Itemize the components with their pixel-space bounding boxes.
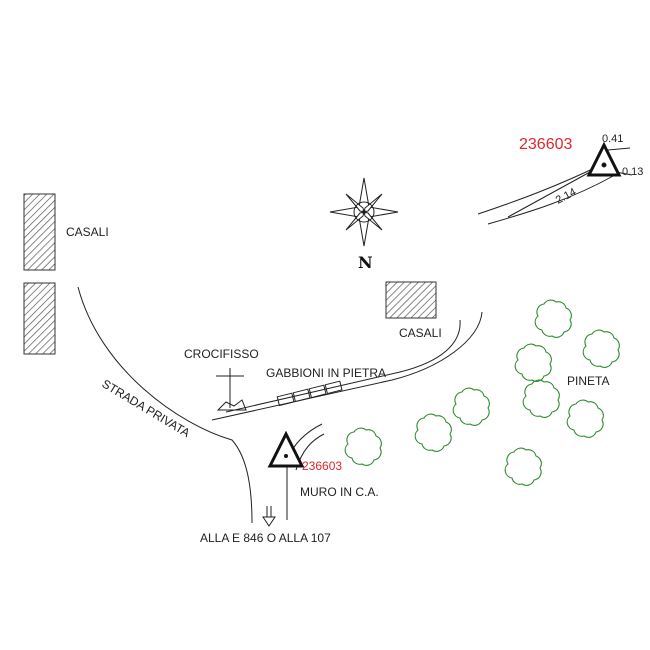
benchmark-detail-slope-measure: 2.14 bbox=[554, 186, 579, 207]
building-casali-left-top bbox=[23, 193, 56, 271]
benchmark-detail-inset bbox=[477, 141, 633, 225]
tree-canopy-icon bbox=[566, 399, 604, 438]
label-muro: MURO IN C.A. bbox=[300, 485, 379, 499]
down-arrow-icon bbox=[262, 506, 276, 527]
label-casali-right: CASALI bbox=[399, 326, 442, 340]
benchmark-detail-id-label: 236603 bbox=[519, 136, 572, 153]
benchmark-detail-top-measure: 0.41 bbox=[602, 133, 623, 145]
benchmark-detail-right-measure: 0.13 bbox=[622, 166, 643, 178]
tree-canopy-icon bbox=[452, 387, 490, 426]
pineta-trees bbox=[344, 299, 620, 486]
compass-north-label: N bbox=[358, 253, 373, 272]
road-edge-upper bbox=[225, 319, 461, 413]
label-strada-privata: STRADA PRIVATA bbox=[99, 377, 192, 441]
tree-canopy-icon bbox=[522, 379, 560, 418]
gabbioni-blocks bbox=[276, 380, 343, 407]
tree-canopy-icon bbox=[504, 447, 542, 486]
road-edge-inner bbox=[211, 311, 483, 421]
tree-canopy-icon bbox=[414, 413, 452, 452]
road-strada-privata-outer bbox=[77, 286, 253, 524]
building-casali-left-bottom bbox=[23, 282, 56, 355]
label-casali-left: CASALI bbox=[66, 225, 109, 239]
tree-canopy-icon bbox=[582, 329, 620, 368]
tree-canopy-icon bbox=[344, 427, 382, 466]
benchmark-id-label: 236603 bbox=[302, 459, 342, 473]
label-crocifisso: CROCIFISSO bbox=[184, 347, 259, 361]
benchmark-triangle-icon bbox=[267, 430, 305, 468]
tree-canopy-icon bbox=[534, 299, 572, 338]
label-directions: ALLA E 846 O ALLA 107 bbox=[200, 531, 331, 545]
label-pineta: PINETA bbox=[567, 374, 609, 388]
label-gabbioni: GABBIONI IN PIETRA bbox=[266, 366, 386, 380]
crucifix-icon bbox=[216, 368, 247, 411]
compass-rose-icon bbox=[329, 177, 399, 247]
building-casali-right bbox=[385, 281, 437, 319]
tree-canopy-icon bbox=[514, 343, 552, 382]
